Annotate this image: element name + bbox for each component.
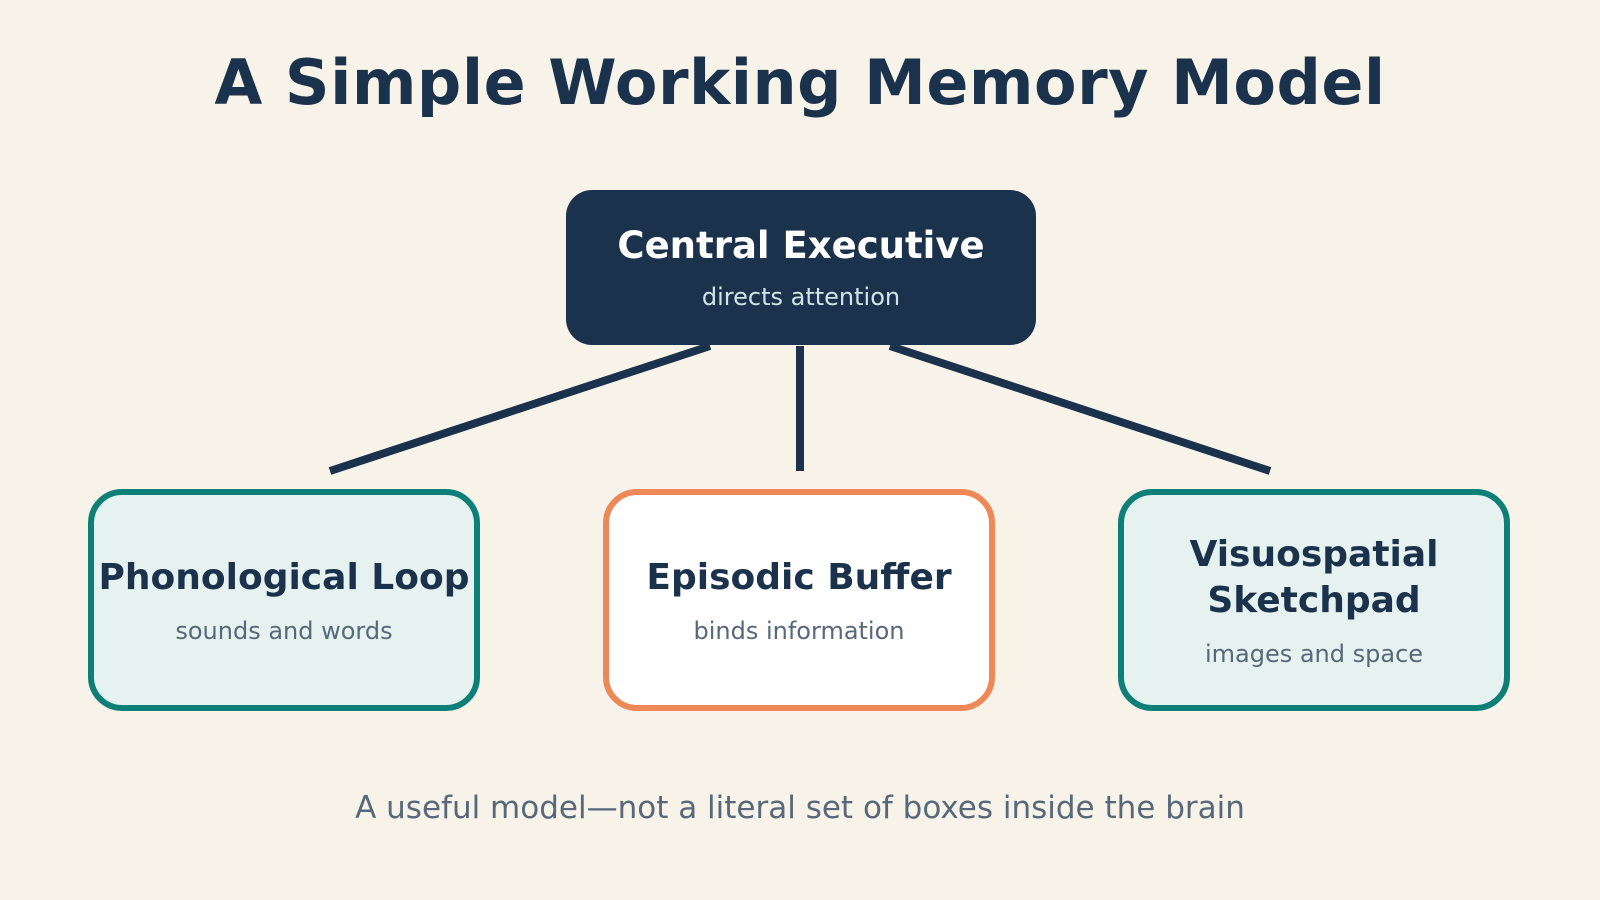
central-executive-subtitle: directs attention [701,283,901,311]
phonological-loop-subtitle: sounds and words [175,617,393,645]
episodic-buffer-box: Episodic Buffer binds information [603,489,995,711]
caption: A useful model—not a literal set of boxe… [355,790,1245,826]
episodic-buffer-subtitle: binds information [693,617,905,645]
connector-executive-to-phonological [328,342,712,475]
visuospatial-sketchpad-title-line2: Sketchpad [1207,580,1421,621]
diagram-title: A Simple Working Memory Model [214,46,1386,119]
connector-executive-to-visuospatial [888,342,1272,475]
phonological-loop-title: Phonological Loop [98,557,470,598]
visuospatial-sketchpad-subtitle: images and space [1204,640,1424,668]
central-executive-box: Central Executive directs attention [566,190,1036,345]
phonological-loop-box: Phonological Loop sounds and words [88,489,480,711]
central-executive-title: Central Executive [617,224,985,267]
visuospatial-sketchpad-title-line1: Visuospatial [1189,534,1439,575]
visuospatial-sketchpad-box: Visuospatial Sketchpad images and space [1118,489,1510,711]
episodic-buffer-title: Episodic Buffer [646,557,952,598]
